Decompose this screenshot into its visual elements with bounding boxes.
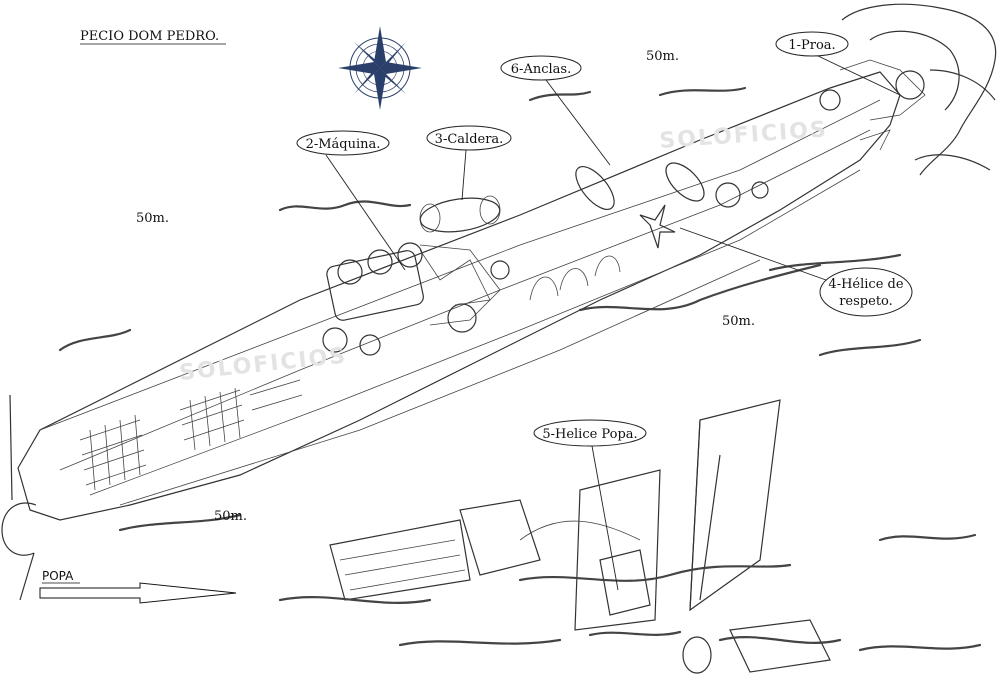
callout-anclas: 6-Anclas. xyxy=(500,55,582,81)
watermark-mid: SOLOFICIOS xyxy=(178,343,348,385)
spare-propeller xyxy=(639,204,676,249)
leader-line xyxy=(679,227,827,281)
depth-label: 50m. xyxy=(136,211,169,226)
rock-formation xyxy=(841,3,997,176)
deck-planking xyxy=(79,379,303,491)
leader-line xyxy=(591,445,619,591)
svg-text:1-Proa.: 1-Proa. xyxy=(788,38,835,53)
direction-arrow-icon xyxy=(39,582,237,604)
leader-line xyxy=(815,54,901,96)
leader-line xyxy=(545,79,611,166)
hull-arches xyxy=(529,255,621,301)
callout-helice-respeto: 4-Hélice de respeto. xyxy=(819,267,913,317)
stern-ring xyxy=(1,394,37,601)
watermark-top: SOLOFICIOS xyxy=(659,117,829,154)
svg-text:4-Hélice de: 4-Hélice de xyxy=(828,277,903,292)
callout-caldera: 3-Caldera. xyxy=(426,125,512,151)
svg-text:3-Caldera.: 3-Caldera. xyxy=(435,132,504,147)
bow-debris xyxy=(819,59,926,151)
stern-wreck xyxy=(329,399,831,674)
depth-label: 50m. xyxy=(722,314,755,329)
svg-text:5-Helice Popa.: 5-Helice Popa. xyxy=(542,427,637,442)
diagram-title: PECIO DOM PEDRO. xyxy=(80,29,219,44)
leader-line xyxy=(461,149,467,201)
compass-rose-icon xyxy=(338,26,422,110)
svg-text:respeto.: respeto. xyxy=(839,294,893,309)
callout-helice-popa: 5-Helice Popa. xyxy=(533,419,647,447)
leader-line xyxy=(325,154,406,271)
anchors xyxy=(575,162,769,210)
depth-label: 50m. xyxy=(646,49,679,64)
callout-maquina: 2-Máquina. xyxy=(296,130,390,156)
direction-label: POPA xyxy=(42,569,74,583)
engine-machinery xyxy=(322,242,510,356)
svg-text:6-Anclas.: 6-Anclas. xyxy=(511,62,571,77)
callout-proa: 1-Proa. xyxy=(775,31,849,57)
boiler xyxy=(419,195,501,233)
svg-text:2-Máquina.: 2-Máquina. xyxy=(306,137,381,152)
depth-label: 50m. xyxy=(214,509,247,524)
seabed-lines xyxy=(58,86,982,652)
